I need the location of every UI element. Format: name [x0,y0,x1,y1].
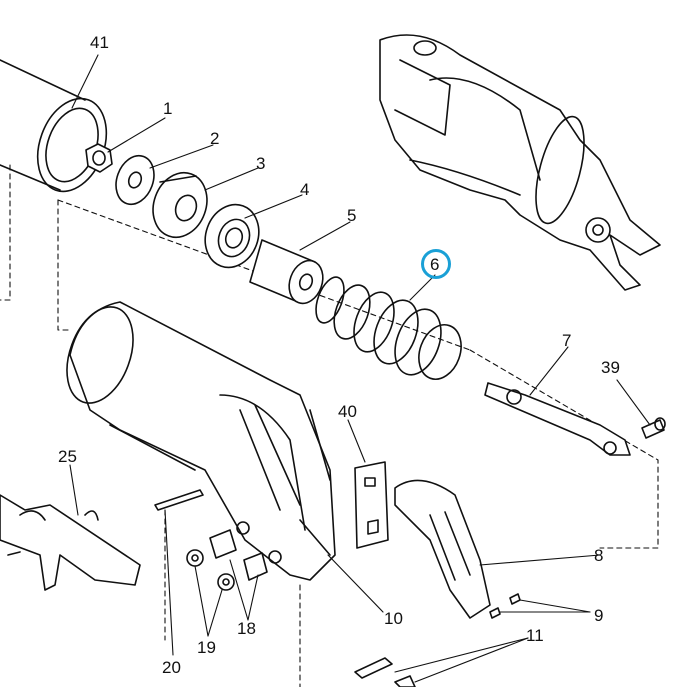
main-housing-icon [66,301,336,581]
label-9: 9 [594,606,604,625]
label-6: 6 [430,255,440,274]
spacer-icon [249,239,324,305]
label-39: 39 [601,358,620,377]
label-8: 8 [594,546,604,565]
label-1: 1 [163,99,173,118]
label-7: 7 [562,331,572,350]
pruning-shear-assembly-icon [379,34,661,291]
plate-icon [354,461,389,549]
label-2: 2 [210,129,220,148]
cylinder-housing-41 [0,59,108,193]
label-4: 4 [300,180,310,199]
small-nut-icon [186,549,235,591]
rod-icon [484,382,631,456]
highlight-ring [421,249,451,279]
spring-icon [315,276,462,380]
label-41: 41 [90,33,109,52]
label-25: 25 [58,447,77,466]
label-20: 20 [162,658,181,677]
bearing-icon [204,203,260,269]
label-3: 3 [256,154,266,173]
bolt-icon [354,657,416,687]
leader-lines [69,54,651,683]
bushing-icon [152,171,208,239]
long-pin-icon [154,489,204,511]
label-5: 5 [347,206,357,225]
screw-icon [489,593,521,619]
label-18: 18 [237,619,256,638]
lever-icon [0,494,141,591]
nut-icon [85,143,113,173]
small-bushing-icon [209,529,268,581]
label-40: 40 [338,402,357,421]
washer-icon [115,154,155,206]
pin-icon [641,417,666,439]
label-10: 10 [384,609,403,628]
label-11: 11 [526,626,544,645]
label-19: 19 [197,638,216,657]
guard-icon [394,479,491,619]
